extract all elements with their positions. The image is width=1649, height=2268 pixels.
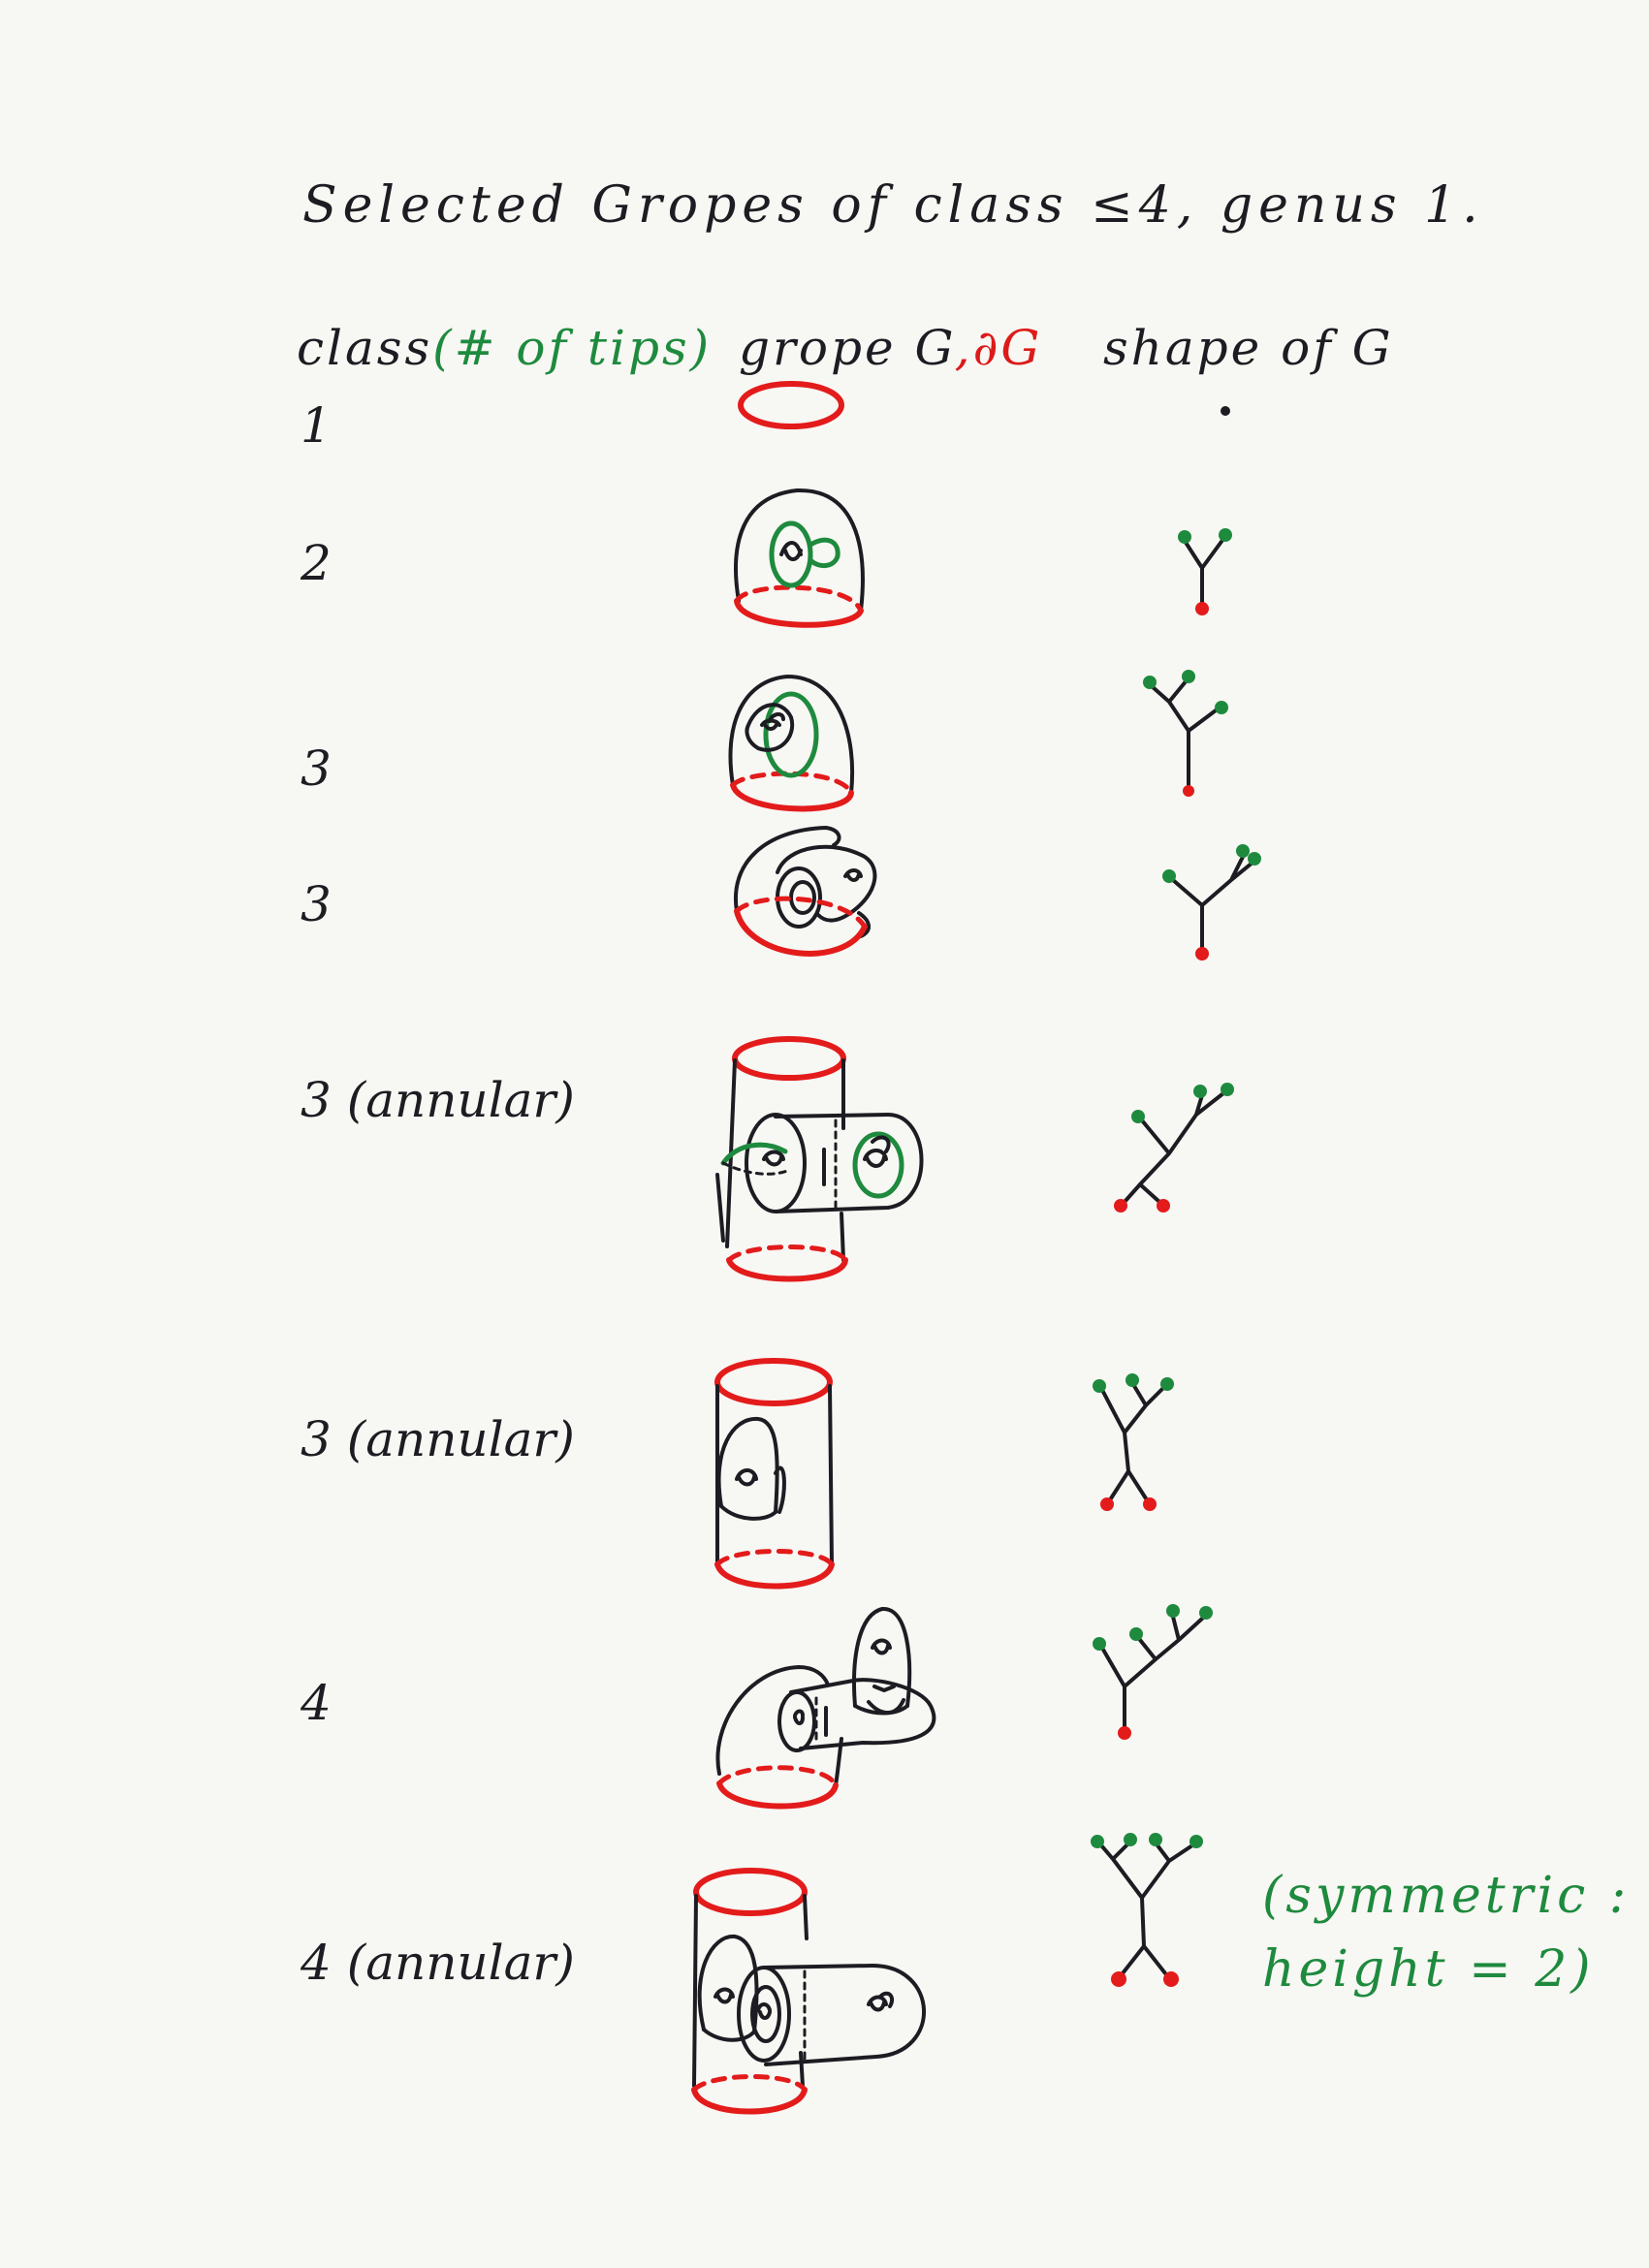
- class-header-label: class: [297, 320, 433, 376]
- grope-disk-class-1: [738, 381, 844, 429]
- comma-separator: ,: [954, 320, 973, 376]
- grope-header-label: grope G: [739, 320, 955, 376]
- shape-tree-class-3b: [1162, 844, 1261, 961]
- row-label-class-4: 4: [301, 1675, 332, 1731]
- row-label-class-3b: 3: [301, 876, 332, 932]
- column-header-class: class(# of tips): [297, 320, 712, 376]
- shape-tree-class-2: [1178, 528, 1232, 615]
- row-label-class-2: 2: [301, 535, 332, 591]
- symmetric-note-line-1: (symmetric :: [1262, 1867, 1631, 1925]
- shape-tree-class-4: [1093, 1604, 1213, 1740]
- symmetric-note-line-2: height = 2): [1262, 1940, 1595, 1999]
- grope-surface-class-3-annular-b: [714, 1358, 835, 1590]
- shape-tree-class-3a: [1143, 670, 1228, 797]
- grope-surface-class-3-annular-a: [715, 1036, 924, 1282]
- grope-surface-class-4-annular: [691, 1868, 926, 2115]
- shape-tree-class-3-annular-a: [1114, 1083, 1234, 1213]
- page-title: Selected Gropes of class ≤4, genus 1.: [302, 176, 1484, 235]
- shape-tree-class-3-annular-b: [1093, 1373, 1174, 1511]
- boundary-header-label: ∂G: [972, 320, 1043, 376]
- row-label-class-3-annular-b: 3 (annular): [301, 1411, 575, 1467]
- row-label-class-4-annular: 4 (annular): [301, 1935, 575, 1991]
- shape-tree-class-4-annular: [1091, 1833, 1203, 1987]
- column-header-shape: shape of G: [1103, 320, 1394, 376]
- grope-surface-class-3b: [733, 826, 877, 957]
- shape-dot-class-1: [1221, 406, 1230, 416]
- row-label-class-1: 1: [301, 397, 332, 454]
- grope-surface-class-4: [715, 1606, 936, 1810]
- row-label-class-3-annular-a: 3 (annular): [301, 1072, 575, 1128]
- grope-surface-class-3a: [728, 675, 855, 812]
- column-header-grope: grope G,∂G: [739, 320, 1042, 376]
- grope-surface-class-2: [734, 488, 865, 628]
- row-label-class-3a: 3: [301, 740, 332, 797]
- symmetric-note: (symmetric : height = 2): [1262, 1859, 1630, 2006]
- tips-header-label: (# of tips): [432, 320, 713, 376]
